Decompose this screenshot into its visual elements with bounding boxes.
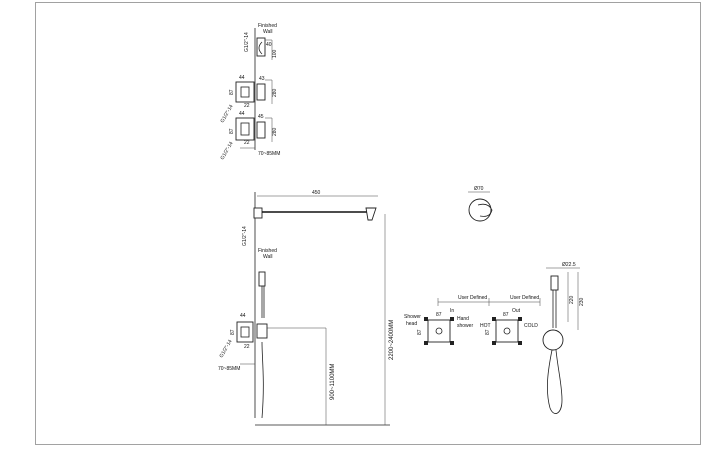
drawing-frame [35, 2, 701, 445]
user-defined-1: User Defined [458, 295, 487, 301]
dim-87-side-right: 87 [485, 329, 491, 335]
valve-square-left [427, 319, 451, 343]
trim-1 [256, 83, 266, 101]
main-depth-label: 70~85MM [218, 366, 240, 372]
dim-44a: 44 [239, 75, 245, 81]
dim-22a: 22 [244, 103, 250, 109]
valve-plan: User Defined User Defined 87 87 Shower h… [404, 295, 541, 345]
dim-100a: 100 [272, 49, 278, 58]
main-dim-44: 44 [240, 313, 246, 319]
head-label: head [406, 321, 417, 327]
main-dim-87: 87 [230, 329, 236, 335]
handset-head [550, 275, 559, 291]
finished-label: Finished [258, 23, 277, 29]
thread-mid-label: G1/2"-14 [220, 104, 235, 124]
dim-230-label: 230 [579, 297, 585, 306]
dim-87a: 87 [229, 89, 235, 95]
hand-label: Hand [457, 316, 469, 322]
main-valve-box [236, 321, 254, 343]
height-valve-label: 900~1100MM [330, 364, 336, 400]
main-thread-label: G1/2"-14 [219, 339, 234, 359]
handset-detail: Ø22.5 220 230 [542, 262, 585, 414]
outlet-spout [477, 203, 493, 217]
thread-top-label: G1/2"-14 [244, 32, 250, 52]
valve-box-1 [235, 81, 255, 103]
elbow-curve [258, 41, 263, 55]
wall-outlet-holder [542, 329, 564, 351]
arm-flange [253, 207, 263, 219]
dim-40: 40 [266, 42, 272, 48]
dim-45: 45 [258, 114, 264, 120]
dim-87b: 87 [229, 128, 235, 134]
height-total-label: 2200~2400MM [389, 320, 395, 360]
trim-plate [468, 198, 492, 222]
thread-bot-label: G1/2"-14 [220, 141, 235, 161]
main-finished-label: Finished [258, 248, 277, 254]
main-dim-22: 22 [244, 344, 250, 350]
dim-44b: 44 [239, 111, 245, 117]
trim-plate-detail: Ø70 [468, 186, 493, 222]
shower-label: Shower [404, 314, 421, 320]
dim-280b: 280 [272, 127, 278, 136]
shower-label-2: shower [457, 323, 473, 329]
handset-holder [258, 271, 266, 287]
depth-label: 70~85MM [258, 151, 280, 157]
main-trim [256, 323, 268, 339]
valve-square-right [495, 319, 519, 343]
elbow-fitting [256, 37, 266, 57]
out-label: Out [512, 308, 521, 314]
user-defined-2: User Defined [510, 295, 539, 301]
dim-87-side-left: 87 [417, 329, 423, 335]
main-view: 450 G1/2"-14 2200~2400MM 900~1100MM Fini… [218, 190, 395, 426]
dim-280a: 280 [272, 88, 278, 97]
hose [261, 341, 264, 419]
dim-220-label: 220 [569, 295, 575, 304]
valve-box-2 [235, 117, 255, 141]
shower-head [365, 207, 377, 221]
top-detail: Finished Wall G1/2"-14 40 100 44 43 87 2… [220, 23, 281, 161]
dim-87-top-left: 87 [436, 312, 442, 318]
dim-43: 43 [259, 76, 265, 82]
hot-label: HOT [480, 323, 491, 329]
wall-label: Wall [263, 29, 273, 35]
in-label: In [450, 308, 454, 314]
arm-length-label: 450 [312, 190, 321, 196]
diameter-holder-label: Ø22.5 [562, 262, 576, 268]
thread-arm-label: G1/2"-14 [242, 226, 248, 246]
trim-2 [256, 121, 266, 139]
main-wall-label: Wall [263, 254, 273, 260]
cold-label: COLD [524, 323, 538, 329]
dim-87-top-right: 87 [503, 312, 509, 318]
diameter-top-label: Ø70 [474, 186, 484, 192]
handset-hose [546, 349, 563, 414]
dim-22b: 22 [244, 140, 250, 146]
